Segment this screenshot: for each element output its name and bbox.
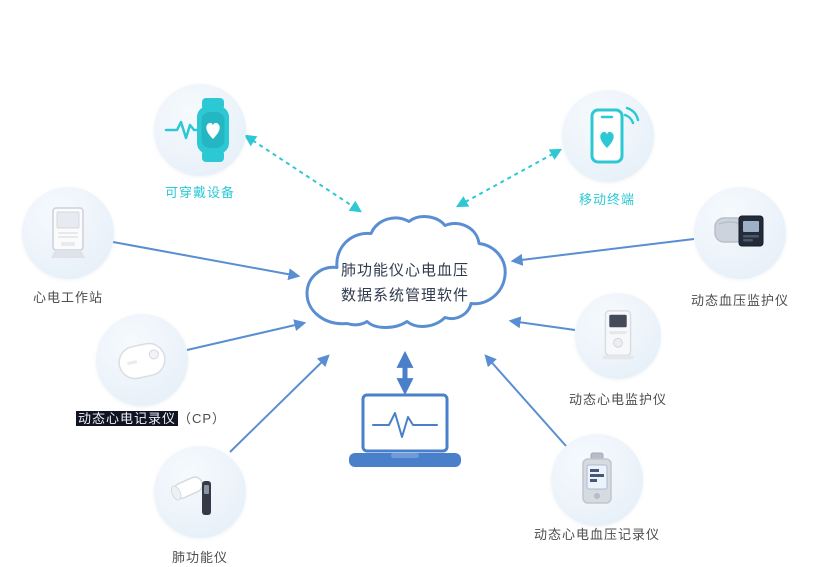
node-ecg-monitor: [575, 293, 661, 379]
node-cp-recorder: [96, 314, 188, 406]
cloud-title-line1: 肺功能仪心电血压: [340, 262, 469, 279]
laptop-ecg-waveform-icon: [349, 393, 461, 467]
phone-heart-signal-icon: [590, 106, 640, 164]
arrow-mobile-cloud: [455, 148, 563, 208]
arrow-wearable-cloud: [243, 134, 363, 213]
spirometer-device-icon: [170, 476, 211, 515]
node-ecg-workstation: [22, 187, 114, 279]
mobile-label: 移动终端: [578, 192, 635, 207]
arrow-bpmonitor-cloud: [510, 238, 695, 266]
spirometer-label: 肺功能仪: [171, 550, 228, 565]
arrow-spirometer-cloud: [229, 354, 330, 453]
cp-recorder-label-main: 动态心电记录仪: [75, 411, 178, 426]
node-mobile: [562, 90, 654, 182]
cloud-title-line2: 数据系统管理软件: [340, 287, 469, 304]
smartwatch-heart-icon: [164, 98, 229, 162]
ecg-monitor-device-icon: [602, 310, 634, 360]
bp-monitor-device-icon: [714, 215, 764, 247]
ecg-workstation-label: 心电工作站: [32, 290, 103, 305]
node-wearable: [154, 84, 246, 176]
arrow-cp-cloud: [186, 319, 307, 351]
cloud-system-title: 肺功能仪心电血压 数据系统管理软件: [305, 258, 505, 308]
wearable-label: 可穿戴设备: [164, 185, 235, 200]
cp-recorder-device-icon: [118, 342, 166, 380]
ecg-bp-recorder-device-icon: [582, 452, 612, 504]
ecg-monitor-label: 动态心电监护仪: [568, 392, 667, 407]
node-bp-monitor: [694, 187, 786, 279]
node-ecg-bp-recorder: [551, 434, 643, 526]
arrow-ecgbprecorder-cloud: [484, 354, 567, 447]
cp-recorder-label-suffix: （CP）: [177, 411, 227, 426]
ecg-workstation-device-icon: [51, 207, 85, 258]
arrow-ecgmonitor-cloud: [508, 316, 576, 331]
arrow-workstation-cloud: [112, 241, 301, 281]
ecg-bp-recorder-label: 动态心电血压记录仪: [533, 527, 660, 542]
cloud-shape: [305, 215, 507, 329]
bp-monitor-label: 动态血压监护仪: [690, 293, 789, 308]
cp-recorder-label: 动态心电记录仪（CP）: [51, 408, 251, 427]
node-spirometer: [154, 446, 246, 538]
